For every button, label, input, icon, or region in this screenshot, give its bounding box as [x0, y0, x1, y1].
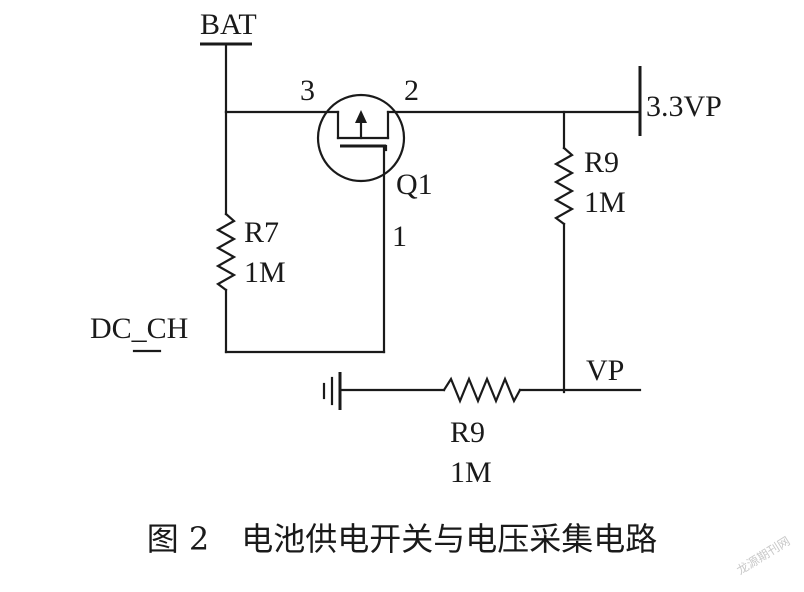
r7-value-label: 1M	[244, 256, 286, 289]
pin2-label: 2	[404, 74, 419, 107]
bat-label: BAT	[200, 8, 257, 41]
q1-label: Q1	[396, 168, 433, 201]
r9a-resistor-zigzag	[553, 146, 575, 226]
vp-label: VP	[586, 354, 624, 387]
r9b-name-label: R9	[450, 416, 485, 449]
ground-icon	[322, 372, 342, 410]
q1-arrow-icon	[355, 110, 367, 123]
figure-caption: 图 2 电池供电开关与电压采集电路	[147, 520, 658, 558]
q1-body-circle	[316, 93, 406, 183]
r9b-resistor-zigzag	[442, 376, 522, 404]
v33-label: 3.3VP	[646, 90, 722, 123]
pin3-label: 3	[300, 74, 315, 107]
q1-mosfet-symbol	[316, 93, 406, 183]
dc-ch-label: DC_CH	[90, 312, 188, 345]
watermark-text: 龙源期刊网	[734, 534, 792, 578]
pin1-label: 1	[392, 220, 407, 253]
r9b-value-label: 1M	[450, 456, 492, 489]
r9a-value-label: 1M	[584, 186, 626, 219]
r7-name-label: R7	[244, 216, 279, 249]
r7-resistor-zigzag	[215, 212, 237, 292]
r9a-name-label: R9	[584, 146, 619, 179]
